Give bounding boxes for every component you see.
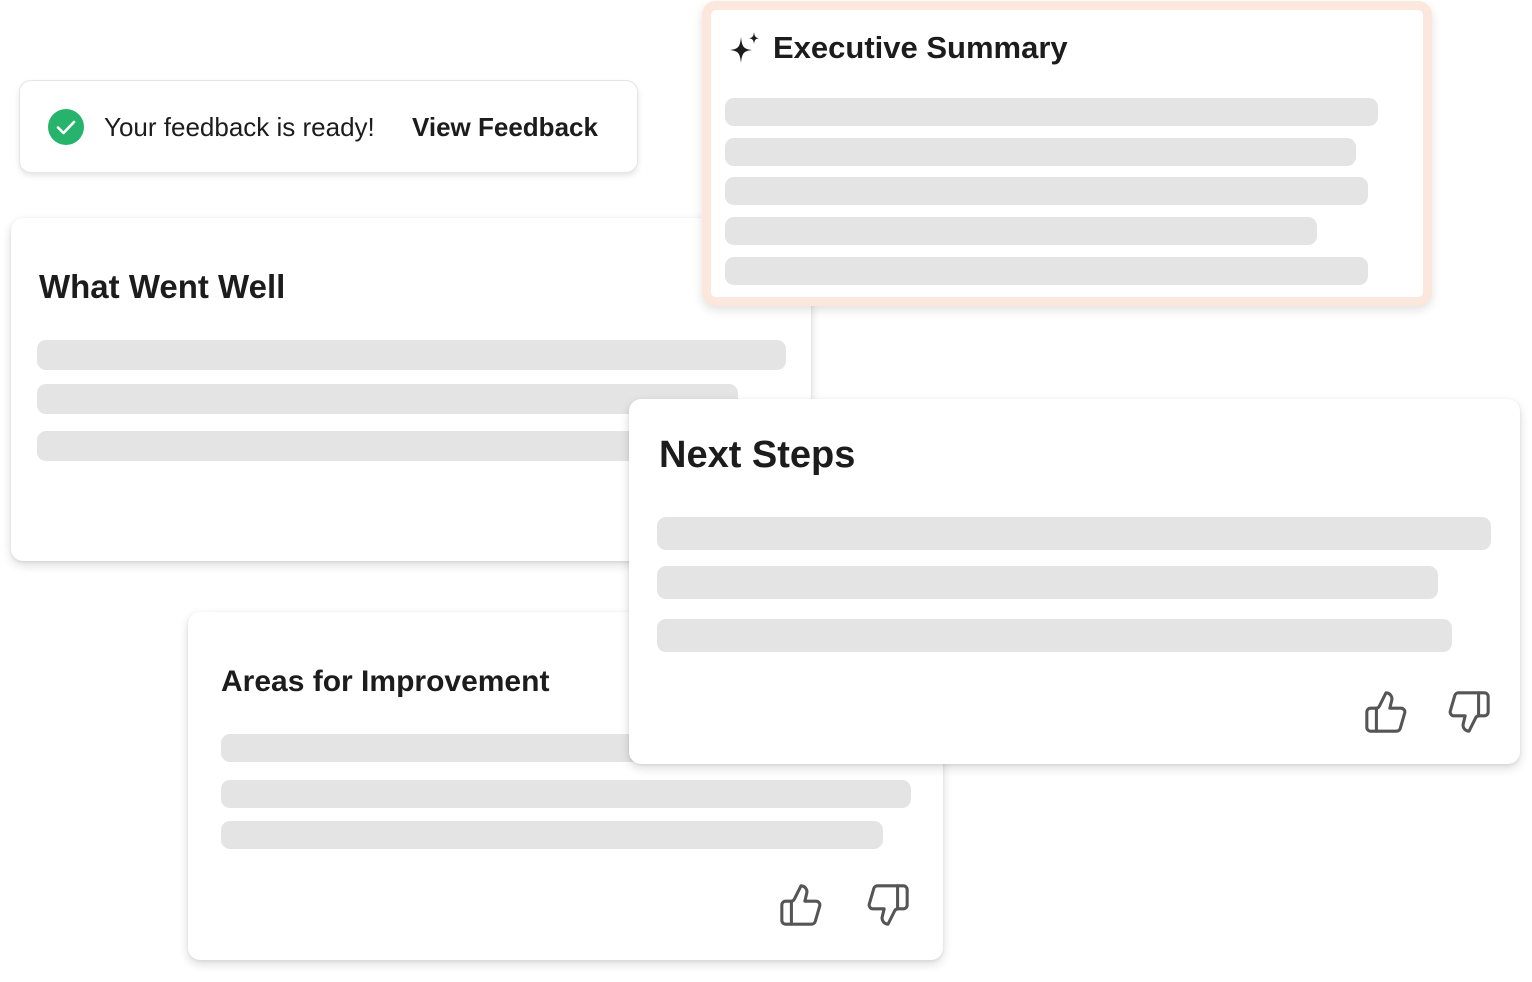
toast-message: Your feedback is ready! xyxy=(104,112,375,142)
check-circle-icon xyxy=(48,109,84,145)
next-steps-card: Next Steps xyxy=(629,399,1520,764)
placeholder-line xyxy=(725,217,1317,245)
next-steps-title: Next Steps xyxy=(659,434,856,476)
what-went-well-card: What Went Well xyxy=(11,218,811,561)
thumbs-down-button[interactable] xyxy=(865,882,911,928)
what-went-well-title: What Went Well xyxy=(39,268,286,305)
placeholder-line xyxy=(221,734,681,762)
placeholder-line xyxy=(725,98,1378,126)
placeholder-line xyxy=(221,821,883,849)
thumbs-down-icon xyxy=(1448,691,1490,733)
placeholder-line xyxy=(37,384,738,414)
areas-for-improvement-card: Areas for Improvement xyxy=(188,612,943,960)
thumbs-down-icon xyxy=(867,884,909,926)
placeholder-line xyxy=(657,619,1452,652)
executive-summary-title: Executive Summary xyxy=(773,30,1068,65)
thumbs-up-icon xyxy=(780,884,822,926)
placeholder-line xyxy=(725,138,1356,166)
view-feedback-link[interactable]: View Feedback xyxy=(412,112,598,142)
placeholder-line xyxy=(725,177,1368,205)
thumbs-up-icon xyxy=(1365,691,1407,733)
placeholder-line xyxy=(221,780,911,808)
thumbs-down-button[interactable] xyxy=(1446,689,1492,735)
areas-for-improvement-title: Areas for Improvement xyxy=(221,665,550,698)
placeholder-line xyxy=(725,257,1368,285)
thumbs-up-button[interactable] xyxy=(1363,689,1409,735)
placeholder-line xyxy=(657,566,1438,599)
placeholder-line xyxy=(657,517,1491,550)
feedback-ready-toast: Your feedback is ready! View Feedback xyxy=(19,80,638,173)
placeholder-line xyxy=(37,340,786,370)
placeholder-line xyxy=(37,431,637,461)
executive-summary-card: Executive Summary xyxy=(702,1,1432,306)
sparkle-icon xyxy=(730,32,759,63)
thumbs-up-button[interactable] xyxy=(778,882,824,928)
